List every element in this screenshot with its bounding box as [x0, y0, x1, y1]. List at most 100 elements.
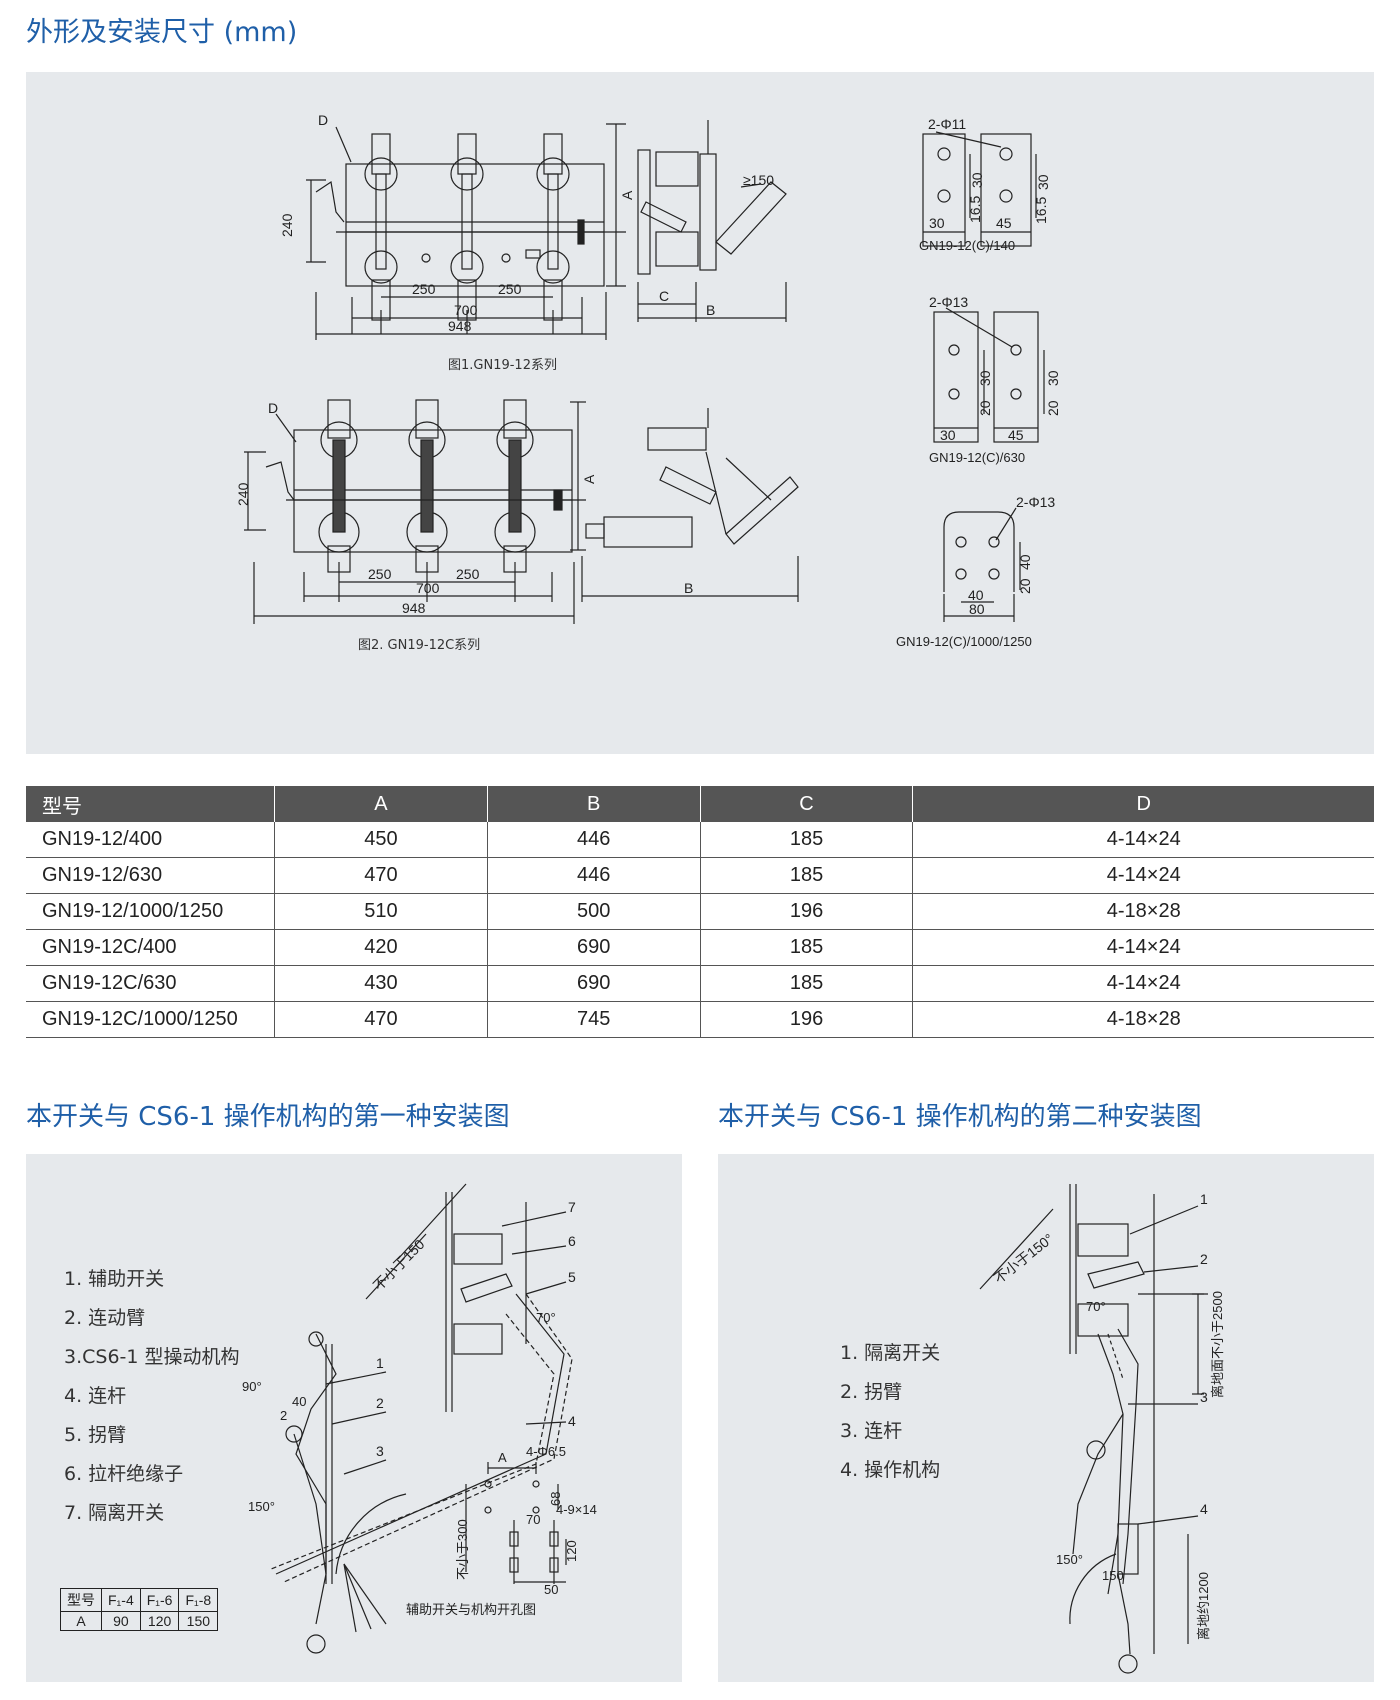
figure2-dim-948: 948	[402, 600, 426, 616]
cell-c: 185	[700, 857, 914, 894]
table-row: GN19-12C/630 430 690 185 4-14×24	[26, 965, 1374, 1002]
install1-label-a: A	[498, 1450, 507, 1465]
install1-legend-item: 6. 拉杆绝缘子	[64, 1463, 184, 1485]
terminal-630-drawing	[933, 307, 1045, 443]
terminal-1000-dim-40: 40	[1017, 554, 1033, 570]
cell-a: 510	[274, 893, 488, 930]
install1-label-68: 68	[548, 1492, 563, 1506]
figure1-caption: 图1.GN19-12系列	[448, 358, 557, 373]
terminal-140-dim-w30: 30	[929, 215, 945, 231]
terminal-630-dim-20b: 20	[1045, 400, 1061, 416]
f-table-header: F₁-8	[178, 1588, 219, 1612]
install1-legend-item: 7. 隔离开关	[64, 1502, 165, 1524]
terminal-140-dim-165b: 16.5	[1033, 197, 1049, 224]
cell-model: GN19-12/630	[26, 857, 275, 894]
header-a: A	[274, 786, 488, 822]
install1-legend: 1. 辅助开关 2. 连动臂 3.CS6-1 型操动机构 4. 连杆 5. 拐臂…	[64, 1260, 240, 1533]
figure1-dim-250b: 250	[498, 281, 522, 297]
header-model: 型号	[26, 786, 275, 822]
terminal-140-hole: 2-Φ11	[928, 116, 966, 132]
figure1-dim-700: 700	[454, 302, 478, 318]
table-row: GN19-12/1000/1250 510 500 196 4-18×28	[26, 893, 1374, 930]
terminal-1000-dim-w80: 80	[969, 601, 985, 617]
terminal-140-dim-w45: 45	[996, 215, 1012, 231]
cell-b: 690	[487, 929, 701, 966]
cell-b: 446	[487, 857, 701, 894]
install1-legend-item: 4. 连杆	[64, 1385, 127, 1407]
f-table-header: F₁-6	[139, 1588, 180, 1612]
cell-d: 4-14×24	[912, 965, 1374, 1002]
figure2-dim-240: 240	[235, 482, 251, 506]
cell-d: 4-18×28	[912, 893, 1374, 930]
install1-hole-pattern	[465, 1462, 567, 1584]
figure2-dim-a: A	[581, 474, 597, 484]
install2-label-70: 70°	[1086, 1299, 1106, 1314]
terminal-630-dim-30a: 30	[977, 370, 993, 386]
terminal-140-dim-30b: 30	[1035, 174, 1051, 190]
install1-label-2: 2	[280, 1408, 287, 1423]
install2-legend-item: 3. 连杆	[840, 1420, 903, 1442]
install1-title: 本开关与 CS6-1 操作机构的第一种安装图	[26, 1102, 510, 1132]
terminal-630-dim-30b: 30	[1045, 370, 1061, 386]
install2-callout-2: 2	[1200, 1251, 1208, 1267]
f-table-header: 型号	[60, 1588, 102, 1612]
install2-label-150: 不小于150°	[991, 1230, 1057, 1286]
terminal-1000-dim-w40: 40	[968, 587, 984, 603]
spec-table-header: 型号 A B C D	[26, 786, 1374, 822]
cell-b: 500	[487, 893, 701, 930]
terminal-630-hole: 2-Φ13	[929, 294, 968, 310]
install2-callout-leaders	[1128, 1205, 1199, 1525]
terminal-630-dim-w30: 30	[940, 427, 956, 443]
install2-label-2500: 离地面不小于2500	[1210, 1291, 1225, 1398]
install1-label-120: 120	[564, 1540, 579, 1562]
figure2-dim-250a: 250	[368, 566, 392, 582]
install1-f-table: 型号 F₁-4 F₁-6 F₁-8 A 90 120 150	[60, 1588, 219, 1631]
figure1-front-view	[306, 123, 626, 340]
f-table-cell: 120	[139, 1611, 180, 1631]
cell-b: 446	[487, 822, 701, 858]
install2-legend-item: 2. 拐臂	[840, 1381, 903, 1403]
terminal-1000-dim-20: 20	[1017, 578, 1033, 594]
install1-label-90: 90°	[242, 1379, 262, 1394]
install1-callout-2: 2	[376, 1395, 384, 1411]
cell-model: GN19-12C/1000/1250	[26, 1001, 275, 1038]
install1-label-40: 40	[292, 1394, 306, 1409]
terminal-630-dim-20a: 20	[977, 400, 993, 416]
figure1-dim-150: ≥150	[743, 172, 774, 188]
install1-hole-caption: 辅助开关与机构开孔图	[406, 1602, 536, 1617]
install1-label-70: 70°	[536, 1310, 556, 1325]
install1-callout-5: 5	[568, 1269, 576, 1285]
cell-c: 185	[700, 965, 914, 1002]
install1-callout-6: 6	[568, 1233, 576, 1249]
install1-callout-leaders	[325, 1211, 567, 1475]
figure2-dim-700: 700	[416, 580, 440, 596]
table-row: GN19-12/400 450 446 185 4-14×24	[26, 822, 1374, 858]
install1-panel: 1. 辅助开关 2. 连动臂 3.CS6-1 型操动机构 4. 连杆 5. 拐臂…	[26, 1154, 682, 1682]
cell-d: 4-14×24	[912, 929, 1374, 966]
cell-b: 745	[487, 1001, 701, 1038]
cell-d: 4-14×24	[912, 857, 1374, 894]
terminal-140-dim-30a: 30	[969, 172, 985, 188]
install1-legend-item: 3.CS6-1 型操动机构	[64, 1346, 240, 1368]
dimension-drawings: D 240 250 250 700 948 A C B ≥150	[235, 112, 1061, 649]
cell-b: 690	[487, 965, 701, 1002]
f-table-header: F₁-4	[101, 1588, 141, 1612]
install1-legend-item: 1. 辅助开关	[64, 1268, 165, 1290]
cell-d: 4-14×24	[912, 822, 1374, 858]
cell-c: 196	[700, 1001, 914, 1038]
terminal-140-caption: GN19-12(C)/140	[919, 238, 1015, 253]
install1-label-150deg: 150°	[248, 1499, 275, 1514]
install2-label-1200: 离地约1200	[1196, 1572, 1211, 1640]
figure1-dim-948: 948	[448, 318, 472, 334]
cell-c: 185	[700, 822, 914, 858]
install1-label-300: 不小于300	[455, 1519, 470, 1580]
install1-callout-1: 1	[376, 1355, 384, 1371]
install2-drawing: 1 2 3 4 不小于150° 70° 离地面不小于2500 150° 150 …	[979, 1184, 1225, 1674]
figure2-front-view	[244, 399, 586, 624]
figure1-dim-a: A	[619, 190, 635, 200]
figure1-dim-c: C	[659, 288, 669, 304]
terminal-140-drawing	[922, 131, 1037, 247]
figure1-dim-250a: 250	[412, 281, 436, 297]
cell-model: GN19-12C/630	[26, 965, 275, 1002]
terminal-140-dim-165a: 16.5	[967, 196, 983, 223]
